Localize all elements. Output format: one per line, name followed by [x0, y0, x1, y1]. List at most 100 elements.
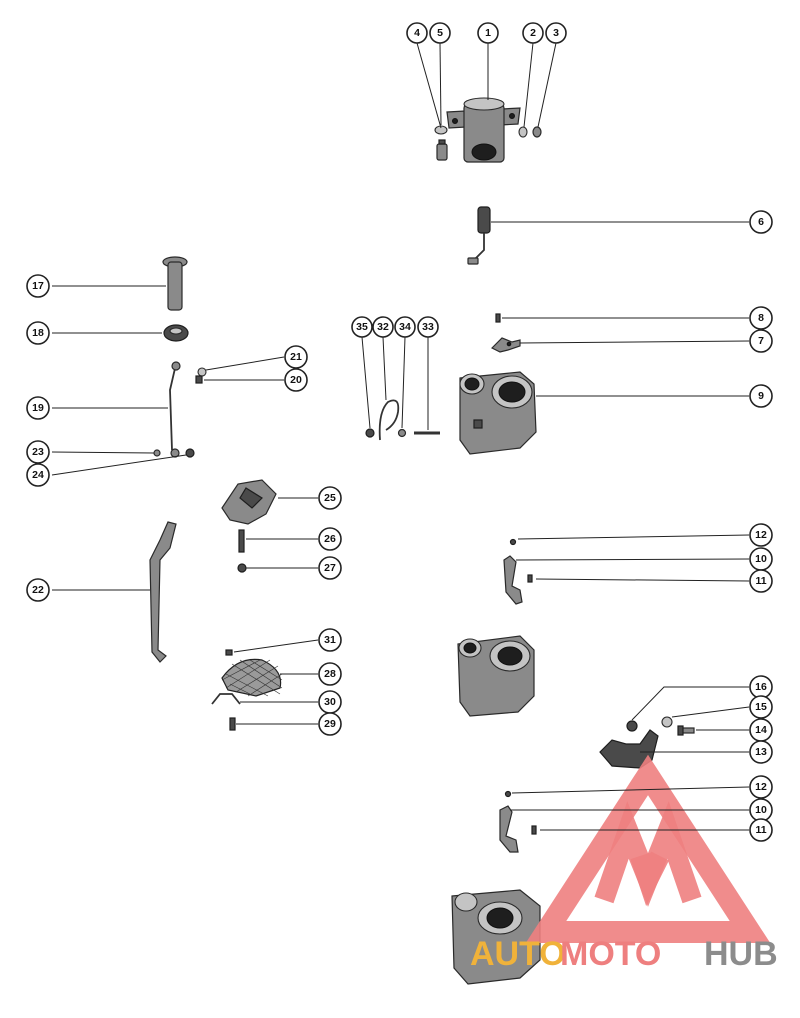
svg-text:10: 10: [755, 804, 767, 816]
callout-17: 17: [26, 274, 50, 298]
part-10-arm-upper: [503, 555, 523, 605]
callout-10-lower: 10: [749, 798, 773, 822]
callout-30: 30: [318, 690, 342, 714]
callout-29: 29: [318, 712, 342, 736]
svg-text:25: 25: [324, 492, 336, 504]
part-12-nut-upper: [509, 538, 517, 546]
automotohub-wordmark: AUTO MOTO HUB: [470, 935, 778, 973]
callout-31: 31: [318, 628, 342, 652]
callout-24: 24: [26, 463, 50, 487]
part-6-plunger: [467, 206, 491, 265]
part-18-grommet: [163, 324, 189, 342]
callout-15: 15: [749, 695, 773, 719]
throttle-body-middle: [457, 635, 535, 717]
part-7-clip: [490, 337, 521, 353]
svg-text:12: 12: [755, 529, 767, 541]
svg-text:7: 7: [758, 335, 764, 347]
callout-12-lower: 12: [749, 775, 773, 799]
callout-1: 1: [477, 22, 499, 44]
callout-28: 28: [318, 662, 342, 686]
part-26-pin: [238, 529, 245, 553]
part-4-screw: [436, 139, 448, 161]
wordmark-hub: HUB: [704, 935, 778, 973]
part-32-spring: [378, 399, 400, 441]
callout-19: 19: [26, 396, 50, 420]
svg-text:16: 16: [755, 681, 767, 693]
svg-text:18: 18: [32, 327, 44, 339]
callout-21: 21: [284, 345, 308, 369]
part-16-nut: [626, 720, 638, 732]
part-28-screen: [221, 658, 283, 697]
svg-text:9: 9: [758, 390, 764, 402]
callout-14: 14: [749, 718, 773, 742]
callout-25: 25: [318, 486, 342, 510]
part-11-screw-upper: [527, 574, 533, 583]
part-19-link-rod: [169, 361, 181, 451]
part-31-screw: [225, 649, 233, 656]
svg-text:4: 4: [414, 27, 420, 39]
svg-text:10: 10: [755, 553, 767, 565]
part-34-bushing: [397, 428, 407, 438]
callout-7: 7: [749, 329, 773, 353]
callout-13: 13: [749, 740, 773, 764]
callout-3: 3: [545, 22, 567, 44]
throttle-body-lower: [451, 889, 541, 985]
callout-18: 18: [26, 321, 50, 345]
part-3-lockwasher: [532, 126, 542, 138]
svg-text:34: 34: [399, 321, 411, 333]
callout-11-lower: 11: [749, 818, 773, 842]
callout-27: 27: [318, 556, 342, 580]
svg-text:2: 2: [530, 27, 536, 39]
part-23-washer: [153, 449, 161, 457]
wordmark-moto: MOTO: [560, 935, 661, 973]
svg-text:27: 27: [324, 562, 336, 574]
svg-text:28: 28: [324, 668, 336, 680]
callout-34: 34: [394, 316, 416, 338]
part-13-bracket: [599, 729, 659, 769]
part-12-nut-lower: [504, 790, 512, 798]
part-15-washer: [661, 716, 673, 728]
svg-text:23: 23: [32, 446, 44, 458]
part-8-screw: [495, 313, 501, 323]
callout-26: 26: [318, 527, 342, 551]
svg-text:1: 1: [485, 27, 491, 39]
svg-text:32: 32: [377, 321, 389, 333]
callout-5: 5: [429, 22, 451, 44]
svg-text:8: 8: [758, 312, 764, 324]
part-30-clip: [211, 693, 241, 705]
callout-20: 20: [284, 368, 308, 392]
part-9-carburetor-body: [459, 371, 537, 455]
callout-4: 4: [406, 22, 428, 44]
part-1-flanged-sleeve: [446, 97, 521, 163]
callout-16: 16: [749, 675, 773, 699]
callout-22: 22: [26, 578, 50, 602]
svg-text:20: 20: [290, 374, 302, 386]
svg-text:33: 33: [422, 321, 434, 333]
callout-23: 23: [26, 440, 50, 464]
svg-text:31: 31: [324, 634, 336, 646]
leader-lines: [51, 42, 750, 831]
svg-text:5: 5: [437, 27, 443, 39]
svg-text:26: 26: [324, 533, 336, 545]
part-22-lever: [149, 521, 177, 663]
part-11-screw-lower: [531, 825, 537, 835]
part-10-arm-lower: [499, 805, 519, 853]
svg-text:11: 11: [755, 575, 766, 587]
svg-text:12: 12: [755, 781, 767, 793]
svg-text:30: 30: [324, 696, 336, 708]
callout-12-upper: 12: [749, 523, 773, 547]
callout-6: 6: [749, 210, 773, 234]
callout-9: 9: [749, 384, 773, 408]
callout-8: 8: [749, 306, 773, 330]
part-25-cam: [221, 479, 277, 525]
callout-2: 2: [522, 22, 544, 44]
callout-32: 32: [372, 316, 394, 338]
svg-text:14: 14: [755, 724, 767, 736]
svg-text:15: 15: [755, 701, 767, 713]
part-29-screw: [229, 717, 236, 731]
svg-text:11: 11: [755, 824, 766, 836]
svg-text:13: 13: [755, 746, 767, 758]
callout-10-upper: 10: [749, 547, 773, 571]
part-35-nut: [365, 428, 375, 438]
